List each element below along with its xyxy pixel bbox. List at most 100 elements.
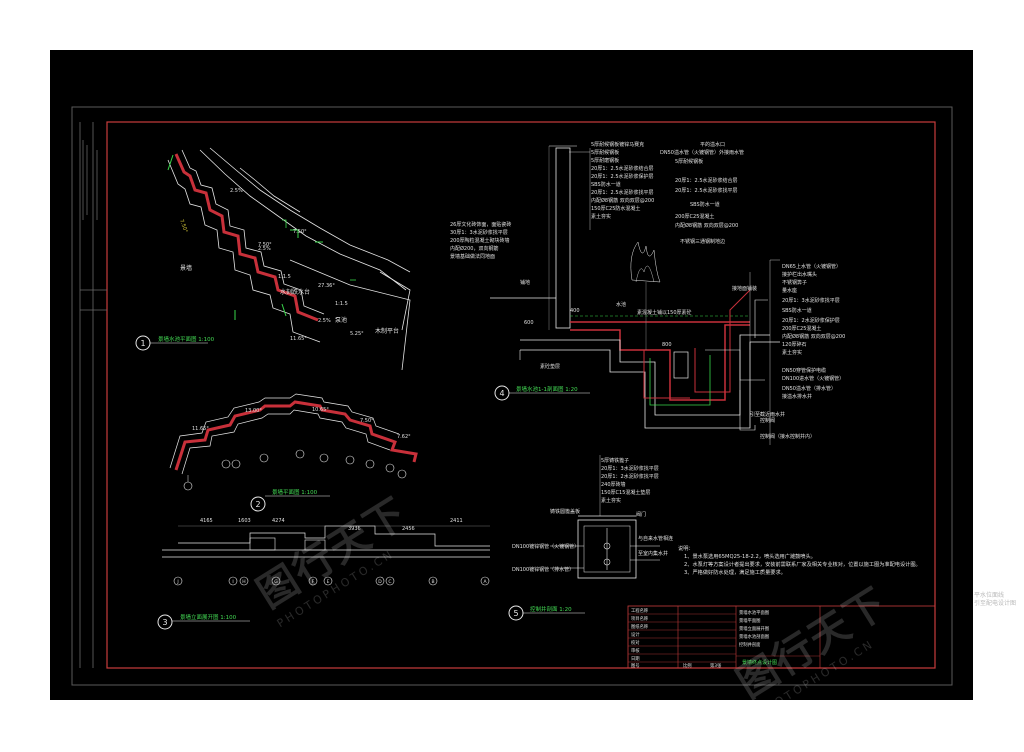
general-notes: 说明： 1、景水泵选用65MQ25-18-2.2，喷头选用广潍鼓喷头。 2、水泵… [678,544,921,576]
note-line: DN50溢水管（排水管） [782,385,836,392]
title-row: 设计 [631,631,640,638]
scale-label: 比例 [683,662,692,669]
binding-strip-lines [82,140,98,220]
view-1-plan: 7.50° 2.5% 2.5% 2.5% 1:1.5 1:1.5 5.25° 1… [135,147,411,371]
note-line: 控制阀 [760,417,775,424]
note-line: 不锈钢箅子 [782,279,807,286]
note-line: 控制阀（接水控制井内） [760,433,815,440]
svg-text:2.5%: 2.5% [230,188,243,194]
note-line: 150厚C25防水混凝土 [591,205,640,212]
elev-dim: 4274 [272,518,285,524]
note-line: 素土夯实 [782,349,802,356]
note-line: 3、严格做好防水处理，满足施工质量要求。 [684,568,786,576]
note-line: 20厚1：2.5水泥砂浆找平层 [591,189,654,196]
note-line: 量水座 [782,287,797,294]
inline-label: 阀门 [636,511,646,518]
svg-text:2.5%: 2.5% [258,246,271,252]
note-line: SBS防水一道 [782,307,812,314]
view-5-title: 控制井剖面 1:20 [530,605,572,613]
elevation-axis-markers: J I H G F E D C B A [173,576,490,586]
section-inline: 铺地 水池 素混凝土铺以150厚素砼 素砼垫层 接地面铺装 引至截近雨水井 60… [520,279,785,418]
view-3-elevation: 4165 1603 4274 3936 2456 2411 J I H G F … [157,518,490,630]
note-line: DN100进水管（火镀钢管） [782,375,844,382]
elev-dim: 4165 [200,518,213,524]
title-block: 工程名称 项目名称 图纸名称 设计 校对 审核 日期 图号 景墙水池平面图 景墙… [627,605,936,669]
plan-label-water-table: 水刻跌水台 [280,288,310,296]
title-row: 图号 [631,663,640,669]
inner-frame [106,121,936,669]
note-line: 20厚1：3水泥砂浆找平层 [782,297,840,304]
arc-angle: 7.50° [360,418,374,424]
arc-angle: 7.62° [397,434,411,440]
note-line: 5厚耐候钢板 [591,149,619,156]
title-mid-row: 景墙水池剖面图 [739,633,769,640]
note-line: DN65上水管（火镀钢管） [782,263,841,270]
outside-fragment: 平水位面线 [974,592,1005,599]
svg-text:1:1.5: 1:1.5 [278,274,291,280]
arc-angle: 13.00° [245,408,262,414]
inline-label: DN100镀锌钢管（火镀钢管） [512,543,579,550]
view-1-number: 1 [140,339,145,348]
axis-label: J [176,579,178,585]
cad-drawing-canvas: 7.50° 2.5% 2.5% 2.5% 1:1.5 1:1.5 5.25° 1… [50,50,973,700]
axis-label: G [274,579,278,585]
note-line: 1、景水泵选用65MQ25-18-2.2，喷头选用广潍鼓喷头。 [684,552,816,560]
view-2-badge [250,496,266,512]
note-line: 5厚耐候钢板镀锌马赛克 [591,141,644,148]
title-row: 项目名称 [631,615,649,622]
inline-label: 引至截近雨水井 [750,411,785,418]
elev-dim: 2411 [450,518,463,524]
view-4-number: 4 [499,389,504,398]
section-notes-top: 5厚耐候钢板镀锌马赛克 5厚耐候钢板 5厚耐磨钢板 20厚1：2.5水泥砂浆结合… [591,141,654,220]
note-line: 内配Ø8钢筋 双向双层@200 [675,222,738,229]
section-notes-right: DN65上水管（火镀钢管） 接护栏出水嘴头 不锈钢箅子 量水座 20厚1：3水泥… [760,263,845,440]
inline-label: 铸铁圆篦盖板 [550,508,580,515]
arc-axis-markers [183,449,407,491]
title-mid-row: 景墙立面展开图 [739,625,769,632]
note-line: 素土夯实 [591,213,611,220]
outside-fragment: 引至配电设计图 [974,600,1017,607]
inline-label: 铺地 [520,279,530,286]
note-line: 200厚C25混凝土 [782,325,821,332]
note-line: 150厚C15混凝土垫层 [601,489,650,496]
title-row: 校对 [631,639,640,646]
title-mid-row: 景墙平面图 [739,617,760,624]
inline-label: 水池 [616,301,626,308]
note-line: 240厚砖墙 [601,481,626,488]
note-line: 26厚文化砖饰面，面贴瓷砖 [450,221,511,228]
note-line: 5厚铸铁篦子 [601,457,629,464]
note-line: 景墙基础做法同地面 [450,253,495,260]
note-line: 平的溢水口 [700,141,725,148]
sheet-label: 第3张 [710,662,722,669]
elev-dim: 3936 [348,526,361,532]
inline-label: 接地面铺装 [732,285,757,292]
axis-label: H [242,579,245,585]
view-2-title: 景墙平面图 1:100 [272,488,318,496]
arc-angle: 11.65° [192,426,209,432]
svg-text:7.50°: 7.50° [178,219,188,234]
note-line: 20厚1：2水泥砂浆找平层 [601,473,659,480]
plan-angle-1: 7.50° [293,229,307,235]
inline-label: 素砼垫层 [540,363,560,370]
title-row: 日期 [631,656,640,662]
note-line: 不锈钢三通钢制地边 [680,238,725,245]
title-row: 工程名称 [631,607,649,614]
title-row: 图纸名称 [631,623,649,630]
inline-dim: 600 [524,320,534,326]
elev-dim: 1603 [238,518,251,524]
view-2-number: 2 [255,500,260,509]
inline-dim: 800 [662,342,672,348]
view-3-badge [157,614,173,630]
drawing-name: 景墙终点设计图 [742,659,777,666]
note-line: 内配Ø200，双向钢筋 [450,245,498,252]
note-line: 20厚1：2.5水泥砂浆保护层 [591,173,654,180]
note-line: 2、水泵灯等方案设计者提出要求，安装前需联系厂家及相关专业核对，位置以施工图为准… [684,560,921,568]
arc-angles: 11.65° 13.00° 10.65° 7.50° 7.62° [192,407,411,440]
title-row: 审核 [631,647,640,654]
svg-text:7.50°: 7.50° [258,242,272,248]
note-line: 20厚1：2水泥砂浆保护层 [782,317,840,324]
arc-angle: 10.65° [312,407,329,413]
view-4-section: 5厚耐候钢板镀锌马赛克 5厚耐候钢板 5厚耐磨钢板 20厚1：2.5水泥砂浆结合… [450,141,845,445]
axis-label: F [312,579,315,585]
plan-label-scenic-wall: 景墙 [180,264,192,272]
